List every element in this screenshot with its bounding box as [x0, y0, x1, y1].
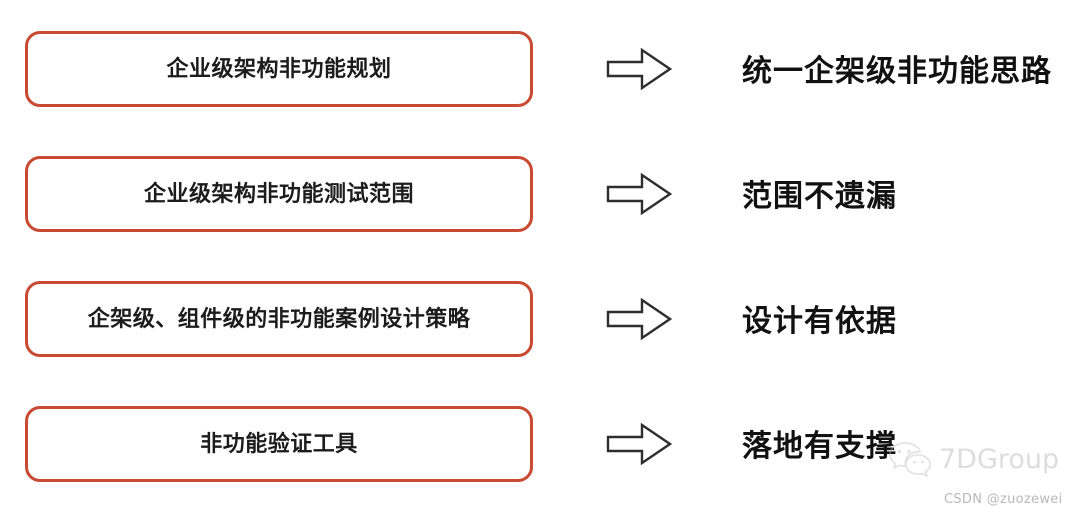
outcome-label: 设计有依据: [742, 305, 897, 338]
outcome-label: 范围不遗漏: [742, 180, 897, 213]
concept-box[interactable]: 企业级架构非功能测试范围: [25, 156, 533, 232]
arrow-right-outline-icon: [606, 298, 672, 340]
concept-box-label: 非功能验证工具: [200, 431, 358, 456]
flow-row: 企架级、组件级的非功能案例设计策略 设计有依据: [0, 281, 1080, 363]
arrow-right-outline-icon: [606, 173, 672, 215]
flow-row: 企业级架构非功能测试范围 范围不遗漏: [0, 156, 1080, 238]
concept-box[interactable]: 非功能验证工具: [25, 406, 533, 482]
arrow-right-outline-icon: [606, 48, 672, 90]
concept-box-label: 企架级、组件级的非功能案例设计策略: [87, 306, 471, 331]
watermark-credit: CSDN @zuozewei: [944, 492, 1063, 507]
concept-box-label: 企业级架构非功能规划: [166, 56, 392, 81]
concept-box[interactable]: 企架级、组件级的非功能案例设计策略: [25, 281, 533, 357]
outcome-label: 统一企架级非功能思路: [742, 55, 1052, 88]
flow-row: 非功能验证工具 落地有支撑: [0, 406, 1080, 488]
concept-box[interactable]: 企业级架构非功能规划: [25, 31, 533, 107]
outcome-label: 落地有支撑: [742, 430, 897, 463]
flow-row: 企业级架构非功能规划 统一企架级非功能思路: [0, 31, 1080, 113]
arrow-right-outline-icon: [606, 423, 672, 465]
concept-box-label: 企业级架构非功能测试范围: [143, 181, 414, 206]
